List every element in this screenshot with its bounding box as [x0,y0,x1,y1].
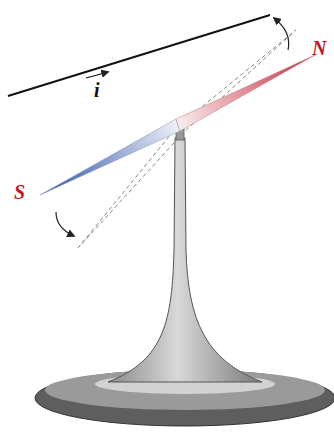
needle-north [176,55,315,131]
stand-post [108,138,262,382]
rotation-arrow [56,212,74,236]
needle-south [40,119,180,195]
current-label: i [94,80,100,100]
pole-label: N [312,38,326,58]
rotation-arrow [274,18,289,50]
pole-label: S [14,182,25,202]
current-arrow [86,72,108,78]
rotated-needle-outline [78,30,296,248]
